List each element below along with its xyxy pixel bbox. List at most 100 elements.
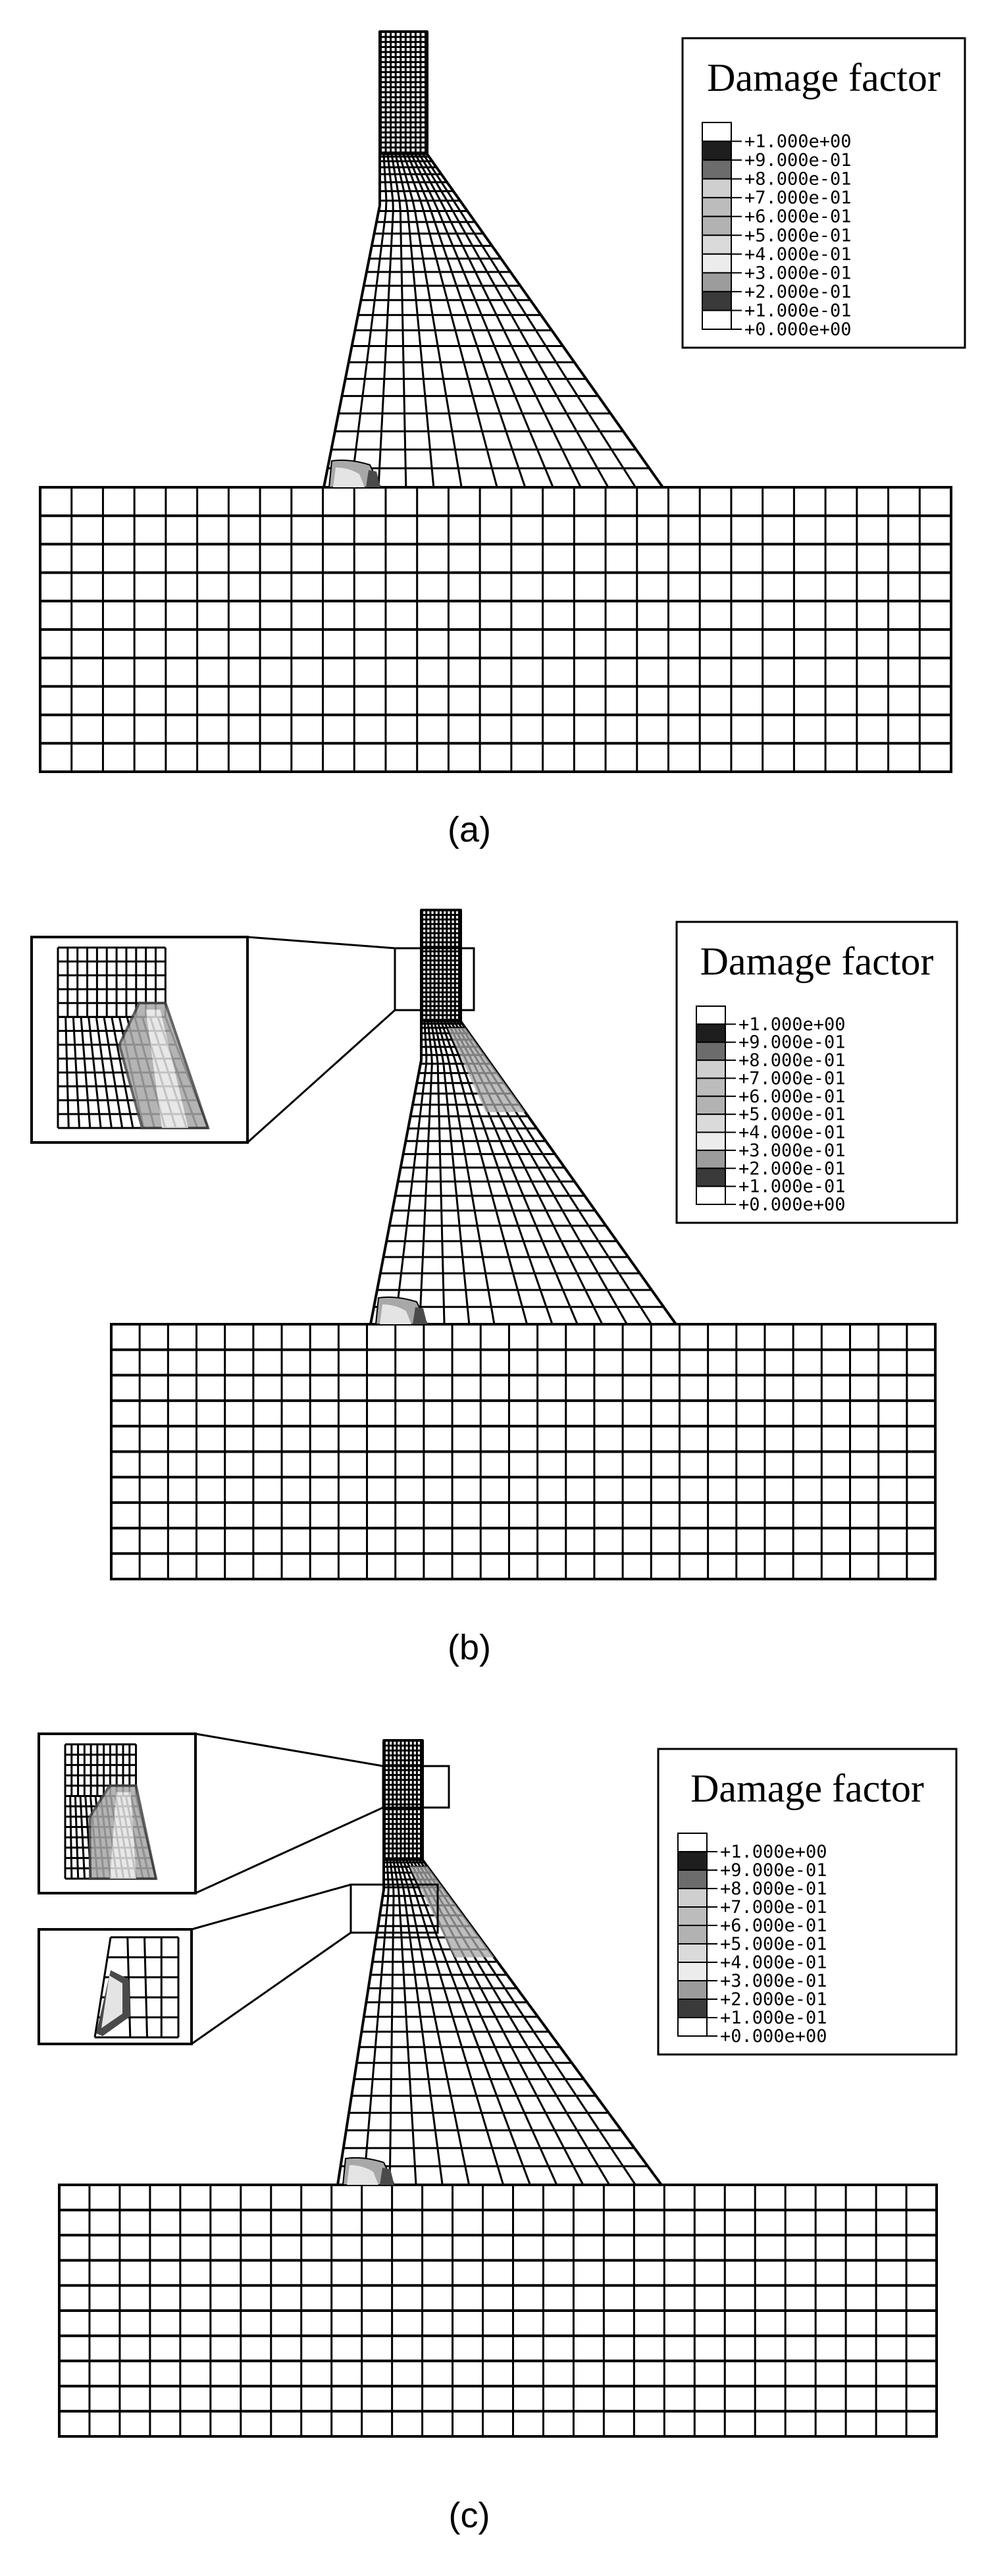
legend-label: +7.000e-01 [720, 1897, 827, 1918]
mesh-line [419, 1021, 433, 1325]
legend-swatch [677, 1869, 708, 1889]
mesh-line [103, 1017, 124, 1129]
legend-label: +9.000e-01 [720, 1860, 827, 1881]
zoom-source-box [382, 1765, 450, 1809]
legend-swatch [677, 1962, 708, 1981]
damage-zone-base [342, 2157, 396, 2186]
mesh-line [72, 1017, 81, 1129]
mesh-line [433, 1021, 471, 1325]
mesh-line [95, 1017, 113, 1129]
mesh-line [402, 153, 498, 488]
legend-swatch [677, 1851, 708, 1871]
fe-mesh [110, 909, 937, 1580]
mesh-line [74, 1796, 80, 1879]
legend-swatch [702, 140, 732, 161]
mesh-line [406, 153, 527, 488]
mesh-line [388, 1860, 395, 2186]
zoom-source-box [394, 947, 475, 1011]
legend-swatch [696, 1149, 726, 1169]
legend-label: +6.000e-01 [738, 1087, 846, 1107]
legend-label: +8.000e-01 [720, 1879, 827, 1899]
legend-swatch [696, 1041, 726, 1061]
mesh-line [422, 153, 636, 488]
damage-zone-base [375, 1296, 428, 1325]
legend-label: +1.000e-01 [744, 300, 852, 321]
legend-swatch [696, 1131, 726, 1151]
mesh-line [430, 1021, 446, 1325]
flare-edge-left [369, 909, 423, 1325]
leader-line [246, 1009, 396, 1144]
mesh-line [436, 1021, 496, 1325]
legend-label: +2.000e-01 [720, 1989, 827, 2010]
leader-line [247, 936, 396, 950]
legend-swatch [702, 309, 732, 331]
damage-zone-column [448, 1028, 526, 1113]
legend-swatch [696, 1006, 726, 1025]
legend-swatch [677, 1925, 708, 1945]
legend-label: +4.000e-01 [744, 244, 852, 265]
inset-mid-flare-crack [38, 1883, 439, 2045]
panel-caption: (b) [448, 1628, 491, 1667]
mesh-line [399, 1860, 471, 2186]
legend: Damage factor+1.000e+00+9.000e-01+8.000e… [681, 37, 966, 349]
panel-b: Damage factor+1.000e+00+9.000e-01+8.000e… [30, 909, 958, 1667]
legend-label: +3.000e-01 [738, 1140, 846, 1161]
base-block-mesh [58, 2184, 938, 2438]
mesh-line [69, 1796, 73, 1879]
mesh-line [443, 1021, 554, 1325]
inset-upper-column-crack [38, 1732, 450, 1894]
mesh-line [394, 1021, 428, 1325]
leader-line [195, 1732, 384, 1767]
flare-edge-right [426, 31, 664, 489]
legend-swatch [696, 1114, 726, 1133]
legend-label: +6.000e-01 [720, 1916, 827, 1936]
fe-mesh [58, 1739, 938, 2438]
legend-swatch [702, 122, 732, 142]
legend-swatch [696, 1185, 726, 1205]
legend-swatch [702, 290, 732, 311]
mesh-line [65, 1017, 70, 1129]
legend-label: +0.000e+00 [720, 2026, 827, 2047]
legend-label: +7.000e-01 [744, 188, 852, 208]
mesh-line [418, 153, 609, 488]
legend-label: +3.000e-01 [744, 263, 852, 283]
leader-line [191, 1931, 351, 2045]
legend-label: +1.000e+00 [720, 1842, 827, 1862]
legend-swatch [677, 1980, 708, 2000]
inset-damage-band [88, 1784, 158, 1880]
legend-label: +1.000e-01 [720, 2008, 827, 2028]
panel-a: Damage factor+1.000e+00+9.000e-01+8.000e… [39, 30, 966, 849]
legend-swatch [677, 1906, 708, 1926]
legend-label: +1.000e+00 [744, 132, 852, 152]
inset-damage-band [118, 1002, 210, 1129]
legend-label: +5.000e-01 [720, 1934, 827, 1954]
base-block-mesh [110, 1323, 937, 1580]
leader-line [191, 1883, 351, 1931]
flare-edge-right [421, 1740, 663, 2186]
mesh-line [396, 1860, 444, 2186]
inset-damage-blob [96, 1970, 131, 2036]
legend-swatch [677, 1943, 708, 1963]
mesh-line [88, 1017, 102, 1129]
legend-label: +9.000e-01 [744, 150, 852, 171]
legend-label: +1.000e-01 [738, 1177, 846, 1197]
legend-label: +2.000e-01 [738, 1158, 846, 1179]
legend-title: Damage factor [700, 940, 934, 983]
leader-line [195, 1806, 384, 1894]
legend-label: +0.000e+00 [744, 319, 852, 340]
flare-edge-left [323, 31, 381, 488]
legend-label: +4.000e-01 [720, 1952, 827, 1973]
legend-swatch [677, 2017, 708, 2037]
legend-label: +8.000e-01 [738, 1050, 846, 1071]
mesh-line [390, 153, 407, 488]
column-mesh [323, 30, 664, 489]
mesh-line [377, 153, 394, 488]
damage-zone-column [409, 1866, 494, 1958]
legend-label: +4.000e-01 [738, 1123, 846, 1143]
panel-c: Damage factor+1.000e+00+9.000e-01+8.000e… [38, 1732, 958, 2535]
legend: Damage factor+1.000e+00+9.000e-01+8.000e… [675, 921, 958, 1224]
mesh-line [414, 153, 582, 488]
mesh-line [394, 153, 435, 488]
mesh-line [350, 154, 388, 488]
